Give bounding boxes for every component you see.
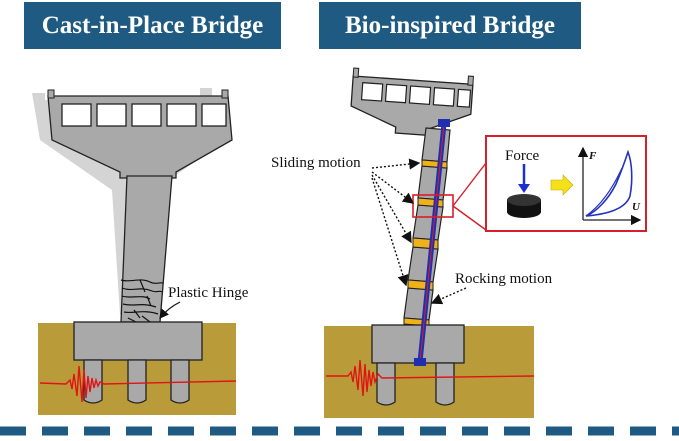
sliding-motion-arrows bbox=[371, 158, 421, 287]
plastic-hinge-arrow bbox=[159, 301, 181, 319]
left-footing bbox=[73, 321, 203, 361]
force-label: Force bbox=[505, 148, 539, 164]
force-displacement-plot bbox=[577, 146, 642, 226]
plastic-hinge-cracks bbox=[120, 279, 164, 323]
sliding-motion-label: Sliding motion bbox=[271, 155, 361, 171]
left-column bbox=[120, 175, 173, 323]
force-axis-label: F bbox=[588, 150, 597, 162]
rocking-motion-label: Rocking motion bbox=[455, 271, 553, 287]
cast-in-place-bridge: Plastic Hinge bbox=[32, 88, 249, 415]
left-seismic-wave bbox=[39, 365, 237, 403]
result-arrow bbox=[550, 174, 574, 196]
displacement-axis-label: U bbox=[632, 201, 641, 213]
left-deck bbox=[47, 89, 233, 179]
right-footing bbox=[371, 324, 465, 364]
plastic-hinge-label: Plastic Hinge bbox=[168, 285, 249, 301]
bio-inspired-title: Bio-inspired Bridge bbox=[319, 2, 581, 49]
rocking-motion-arrow bbox=[430, 287, 467, 305]
deck-cells bbox=[61, 103, 227, 127]
elastomer-pad bbox=[507, 194, 541, 218]
right-piles bbox=[376, 362, 455, 406]
cast-in-place-title: Cast-in-Place Bridge bbox=[24, 2, 281, 49]
right-deck bbox=[350, 67, 474, 136]
bio-inspired-bridge: Force F U Sliding motion Rocking motio bbox=[271, 67, 647, 418]
right-seismic-wave bbox=[326, 359, 535, 397]
central-tendon bbox=[414, 119, 450, 366]
